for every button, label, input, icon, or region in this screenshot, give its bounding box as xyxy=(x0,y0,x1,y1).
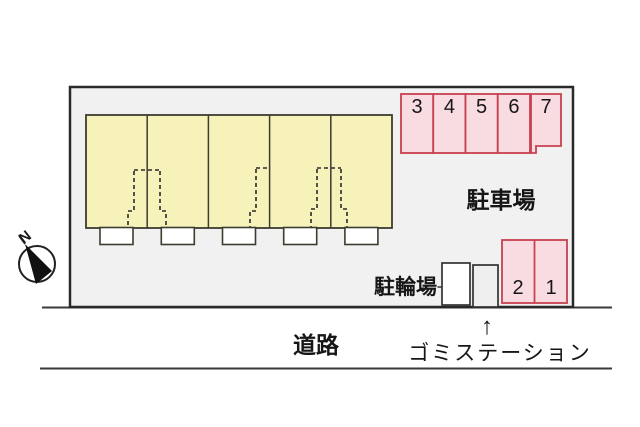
bicycle-parking: 駐輪場 xyxy=(374,262,499,308)
entrance-porch xyxy=(160,226,196,246)
up-arrow-icon: ↑ xyxy=(481,313,493,340)
space-number: 6 xyxy=(508,96,519,118)
garbage-station-annotation: ↑ ゴミステーション xyxy=(408,313,592,365)
parking-space-6 xyxy=(496,93,531,154)
entrance-porch xyxy=(282,226,318,246)
entry-dashed-outline xyxy=(310,167,348,227)
building xyxy=(85,114,393,246)
space-number: 5 xyxy=(476,96,487,118)
compass-needle xyxy=(25,244,52,284)
parking-spaces-top: 3 4 5 6 7 xyxy=(400,93,562,154)
parking-lot-label: 駐車場 xyxy=(467,187,536,213)
parking-space-7 xyxy=(530,93,562,154)
north-compass-icon: N xyxy=(16,227,56,284)
space-number: 2 xyxy=(512,277,523,299)
north-label: N xyxy=(16,227,35,247)
garbage-station-label: ゴミステーション xyxy=(408,342,592,365)
entry-dashed-outline xyxy=(127,169,167,227)
entrance-porch xyxy=(221,226,257,246)
entry-dashed-outline xyxy=(249,167,270,227)
entrance-porch xyxy=(99,226,134,246)
entrance-porch xyxy=(344,226,379,246)
space-number: 3 xyxy=(412,96,423,118)
bicycle-parking-box xyxy=(441,262,471,306)
parking-spaces-bottom: 2 1 xyxy=(501,239,568,304)
space-number: 1 xyxy=(545,277,556,299)
garbage-station-box xyxy=(472,264,499,308)
parking-space-5 xyxy=(464,93,499,154)
bicycle-parking-label: 駐輪場 xyxy=(374,275,437,299)
space-number: 4 xyxy=(444,96,455,118)
compass-needle-tail xyxy=(18,235,26,245)
road-label: 道路 xyxy=(293,332,340,358)
space-number: 7 xyxy=(540,96,551,118)
